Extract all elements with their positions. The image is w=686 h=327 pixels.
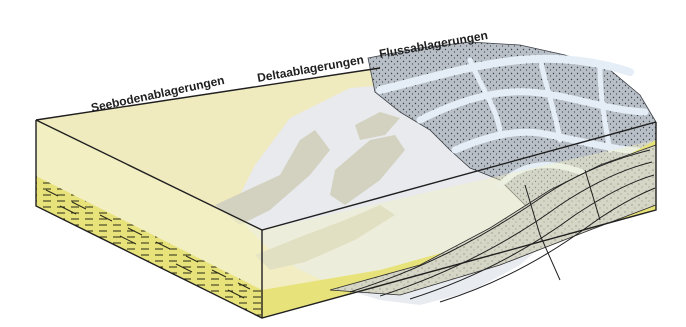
block-diagram-svg: Seebodenablagerungen Deltaablagerungen F… [0,0,686,327]
diagram-block: Seebodenablagerungen Deltaablagerungen F… [0,0,686,327]
